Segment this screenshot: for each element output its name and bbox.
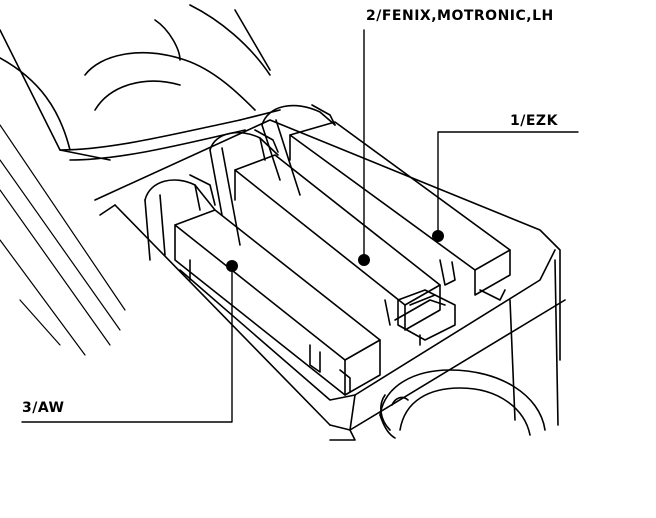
leader-line-module-3 (21, 265, 233, 423)
module-1-strap (261, 104, 336, 196)
module-3-strap (144, 174, 216, 261)
vehicle-body-outline (0, 4, 281, 161)
relay-box-housing (94, 119, 566, 441)
marker-dot-module-2 (358, 254, 370, 266)
marker-dot-module-1 (432, 230, 444, 242)
round-component (379, 369, 546, 439)
callout-label-module-2: 2/FENIX,MOTRONIC,LH (366, 8, 554, 24)
module-2-strap (209, 129, 279, 246)
callout-dots (226, 230, 444, 272)
callout-leaders (21, 29, 579, 423)
marker-dot-module-3 (226, 260, 238, 272)
body-hatching (0, 124, 126, 356)
module-3 (174, 209, 381, 396)
module-2-connector (397, 289, 456, 346)
leader-line-module-1 (437, 131, 579, 237)
module-1 (289, 121, 511, 301)
callout-label-module-3: 3/AW (22, 400, 65, 416)
callout-label-module-1: 1/EZK (510, 113, 558, 129)
